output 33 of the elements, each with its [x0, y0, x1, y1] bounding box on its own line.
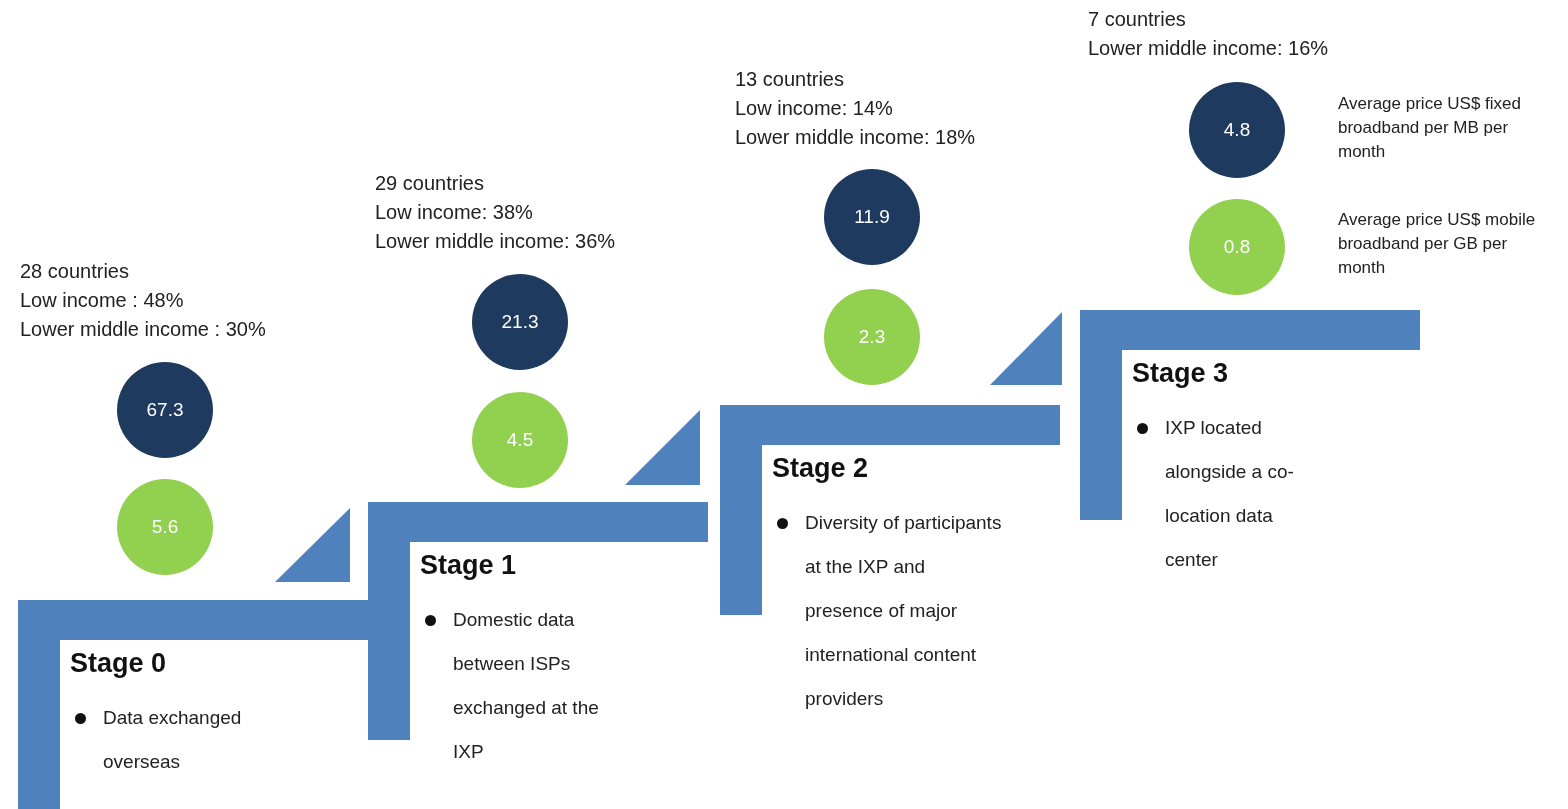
country-stats-text: Low income: 38% [375, 201, 533, 224]
bullet-text: Domestic data between ISPs exchanged at the IXP [423, 598, 613, 774]
country-stats-text: Low income : 48% [20, 289, 184, 312]
price-note: Average price US$ mobile broadband per GB per month [1338, 209, 1537, 279]
stage-step [18, 600, 368, 809]
value-circle: 21.3 [472, 274, 568, 370]
price-note: Average price US$ fixed broadband per MB per month [1338, 93, 1522, 163]
stage-heading: Stage 2 [772, 453, 869, 484]
country-stats-text: 29 countries [375, 172, 484, 195]
value-circle: 0.8 [1189, 199, 1285, 295]
stage-heading: Stage 3 [1132, 358, 1229, 389]
value-circle: 67.3 [117, 362, 213, 458]
value-circle: 4.5 [472, 392, 568, 488]
step-triangle [625, 410, 700, 485]
country-stats-text: Lower middle income: 36% [375, 230, 616, 253]
value-circle: 5.6 [117, 479, 213, 575]
country-stats-text: 28 countries [20, 260, 129, 283]
country-stats-text: 13 countries [735, 68, 844, 91]
country-stats-text: Low income: 14% [735, 97, 893, 120]
bullet-text: Data exchanged overseas [73, 696, 263, 784]
country-stats-text: Lower middle income : 30% [20, 318, 266, 341]
step-triangle [275, 508, 350, 582]
bullet-text: Diversity of participants at the IXP and presence of major international content providers [775, 501, 1005, 721]
country-stats-text: 7 countries [1088, 8, 1186, 31]
stage-heading: Stage 0 [70, 648, 167, 679]
bullet-text: IXP located alongside a co-location data center [1135, 406, 1315, 582]
country-stats-text: Lower middle income: 16% [1088, 37, 1329, 60]
stage-heading: Stage 1 [420, 550, 517, 581]
step-triangle [990, 312, 1062, 385]
value-circle: 11.9 [824, 169, 920, 265]
country-stats-text: Lower middle income: 18% [735, 126, 976, 149]
value-circle: 2.3 [824, 289, 920, 385]
value-circle: 4.8 [1189, 82, 1285, 178]
